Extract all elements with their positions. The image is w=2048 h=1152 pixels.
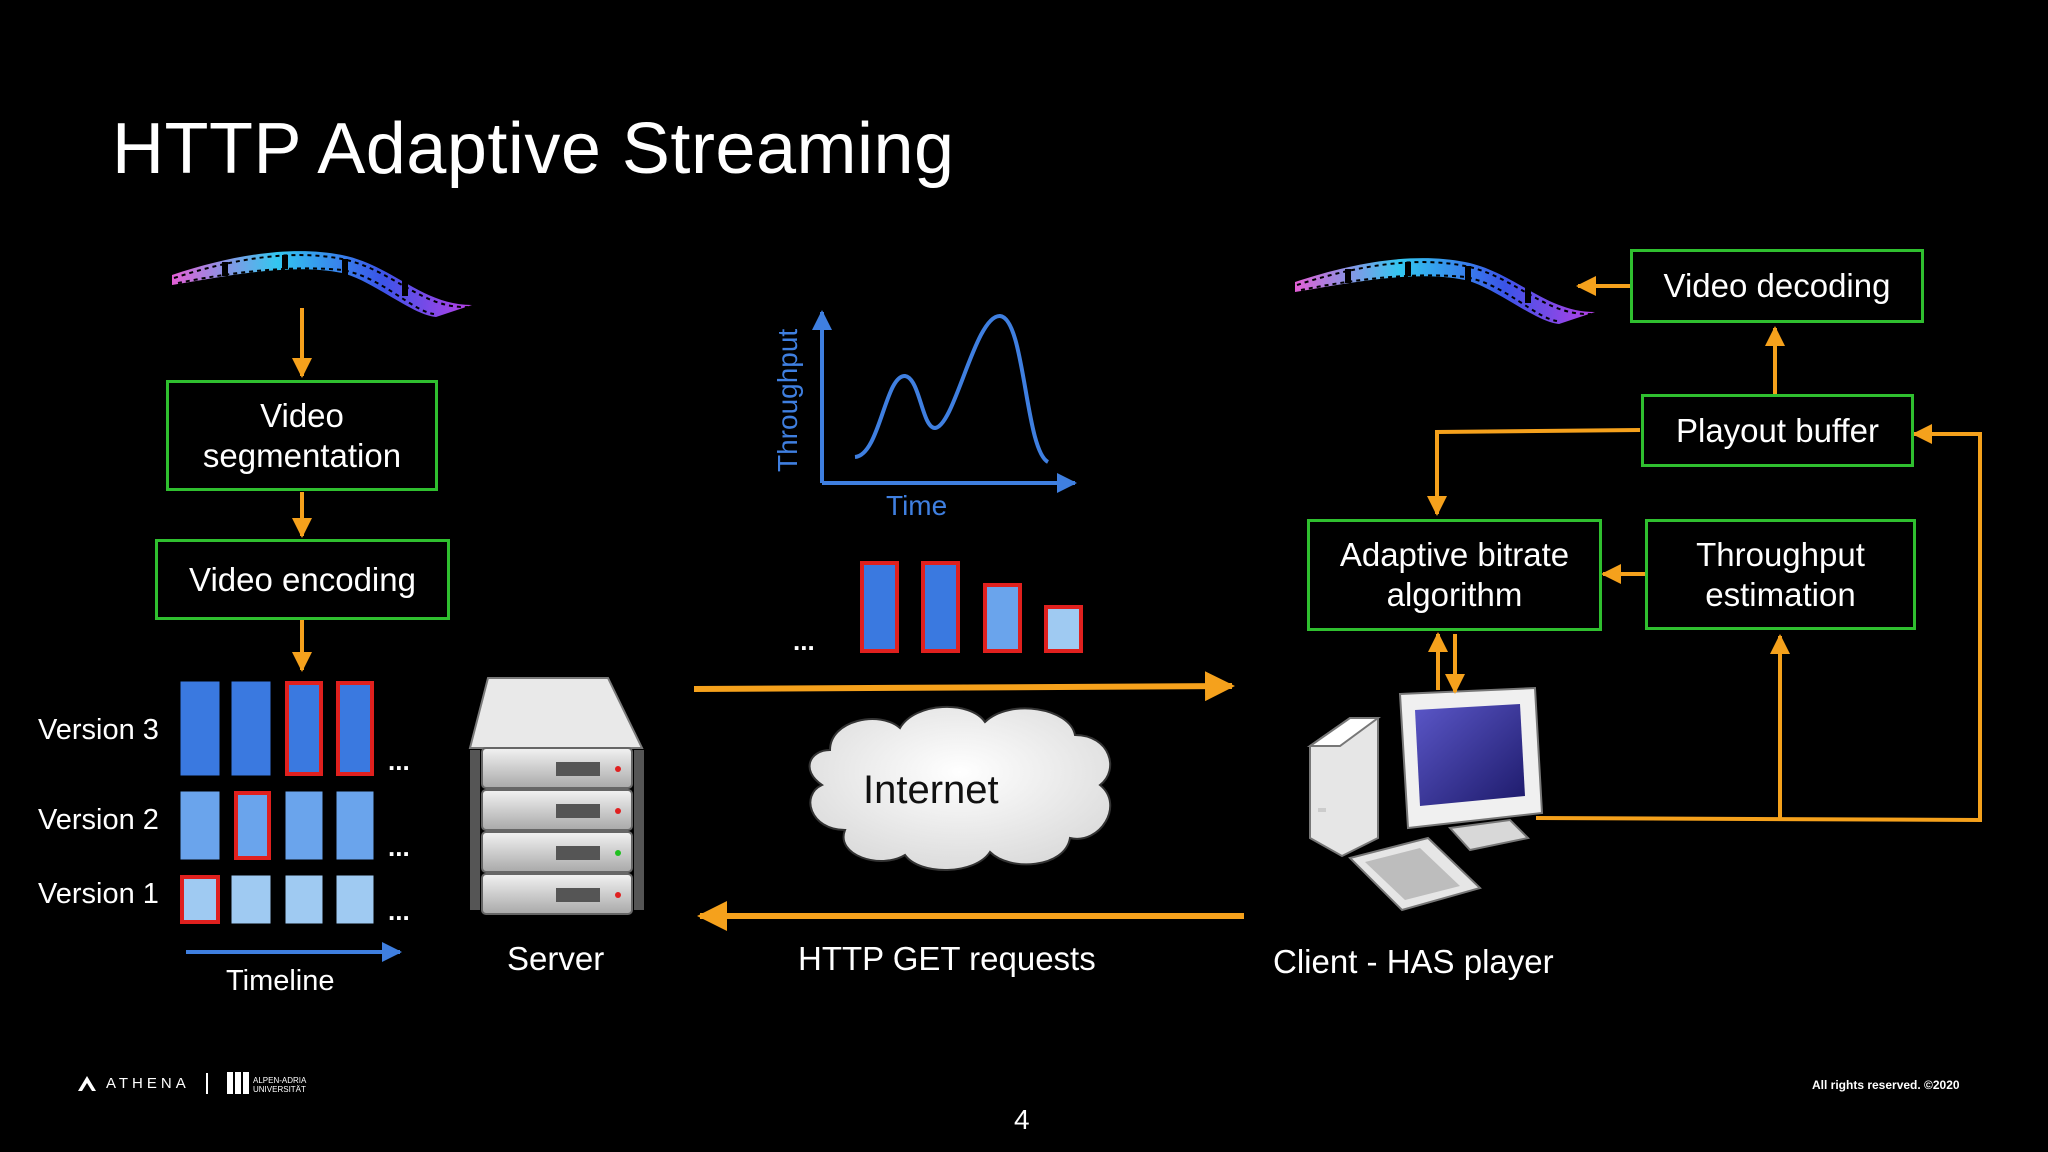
requested-segment-2: [921, 561, 960, 653]
requested-segment-1: [860, 561, 899, 653]
throughput-axis-label: Throughput: [772, 328, 803, 472]
segment-v1-4: [336, 875, 374, 924]
arrow-buffer-to-abr: [1427, 428, 1641, 516]
segment-v1-2: [231, 875, 271, 924]
segment-v2-4: [336, 791, 374, 860]
client-computer-icon: [1306, 686, 1544, 912]
playout-buffer-box: Playout buffer: [1641, 394, 1914, 467]
video-encoding-box: Video encoding: [155, 539, 450, 620]
requested-segment-4: [1044, 605, 1083, 653]
version-2-ellipsis: ...: [388, 832, 410, 862]
slide-title: HTTP Adaptive Streaming: [112, 109, 955, 189]
internet-cloud-icon: [808, 705, 1112, 871]
server-label: Server: [507, 940, 605, 977]
segment-v1-1: [180, 875, 220, 924]
segment-v1-3: [285, 875, 323, 924]
version-2-label: Version 2: [38, 804, 159, 836]
throughput-chart: [812, 310, 1077, 493]
copyright-notice: All rights reserved. ©2020: [1812, 1078, 1960, 1092]
segment-v2-1: [180, 791, 220, 860]
version-1-label: Version 1: [38, 878, 159, 910]
encoded-segments-grid: [180, 681, 374, 924]
arrow-client-feedback-loop: [1535, 424, 1982, 823]
film-strip-output-icon: [1295, 258, 1595, 324]
version-1-ellipsis: ...: [388, 896, 410, 926]
segment-v3-3: [285, 681, 323, 776]
requested-segment-3: [983, 583, 1022, 653]
throughput-curve: [854, 313, 1050, 464]
segments-ellipsis: ...: [793, 626, 815, 656]
film-strip-source-icon: [172, 251, 472, 317]
university-logo-text: ALPEN-ADRIA UNIVERSITÄT: [253, 1076, 306, 1094]
segment-v3-2: [231, 681, 271, 776]
version-3-label: Version 3: [38, 714, 159, 746]
university-logo-icon: [227, 1072, 249, 1094]
time-axis-label: Time: [886, 490, 948, 521]
video-segmentation-box: Video segmentation: [166, 380, 438, 491]
athena-logo-text: ATHENA: [106, 1075, 190, 1092]
segment-v2-2: [234, 791, 271, 860]
client-has-player-label: Client - HAS player: [1273, 943, 1554, 980]
page-number: 4: [1014, 1104, 1030, 1135]
segment-delivery-arrow: [693, 671, 1235, 702]
segment-v2-3: [285, 791, 323, 860]
timeline-label: Timeline: [226, 965, 335, 997]
http-get-requests-label: HTTP GET requests: [798, 940, 1096, 977]
version-3-ellipsis: ...: [388, 746, 410, 776]
adaptive-bitrate-algorithm-box: Adaptive bitrate algorithm: [1307, 519, 1602, 631]
requested-segments: [860, 561, 1083, 653]
server-icon: [468, 677, 644, 915]
internet-label: Internet: [863, 768, 999, 812]
segment-v3-4: [336, 681, 374, 776]
athena-logo-icon: [78, 1076, 96, 1091]
video-decoding-box: Video decoding: [1630, 249, 1924, 323]
throughput-estimation-box: Throughput estimation: [1645, 519, 1916, 630]
segment-v3-1: [180, 681, 220, 776]
